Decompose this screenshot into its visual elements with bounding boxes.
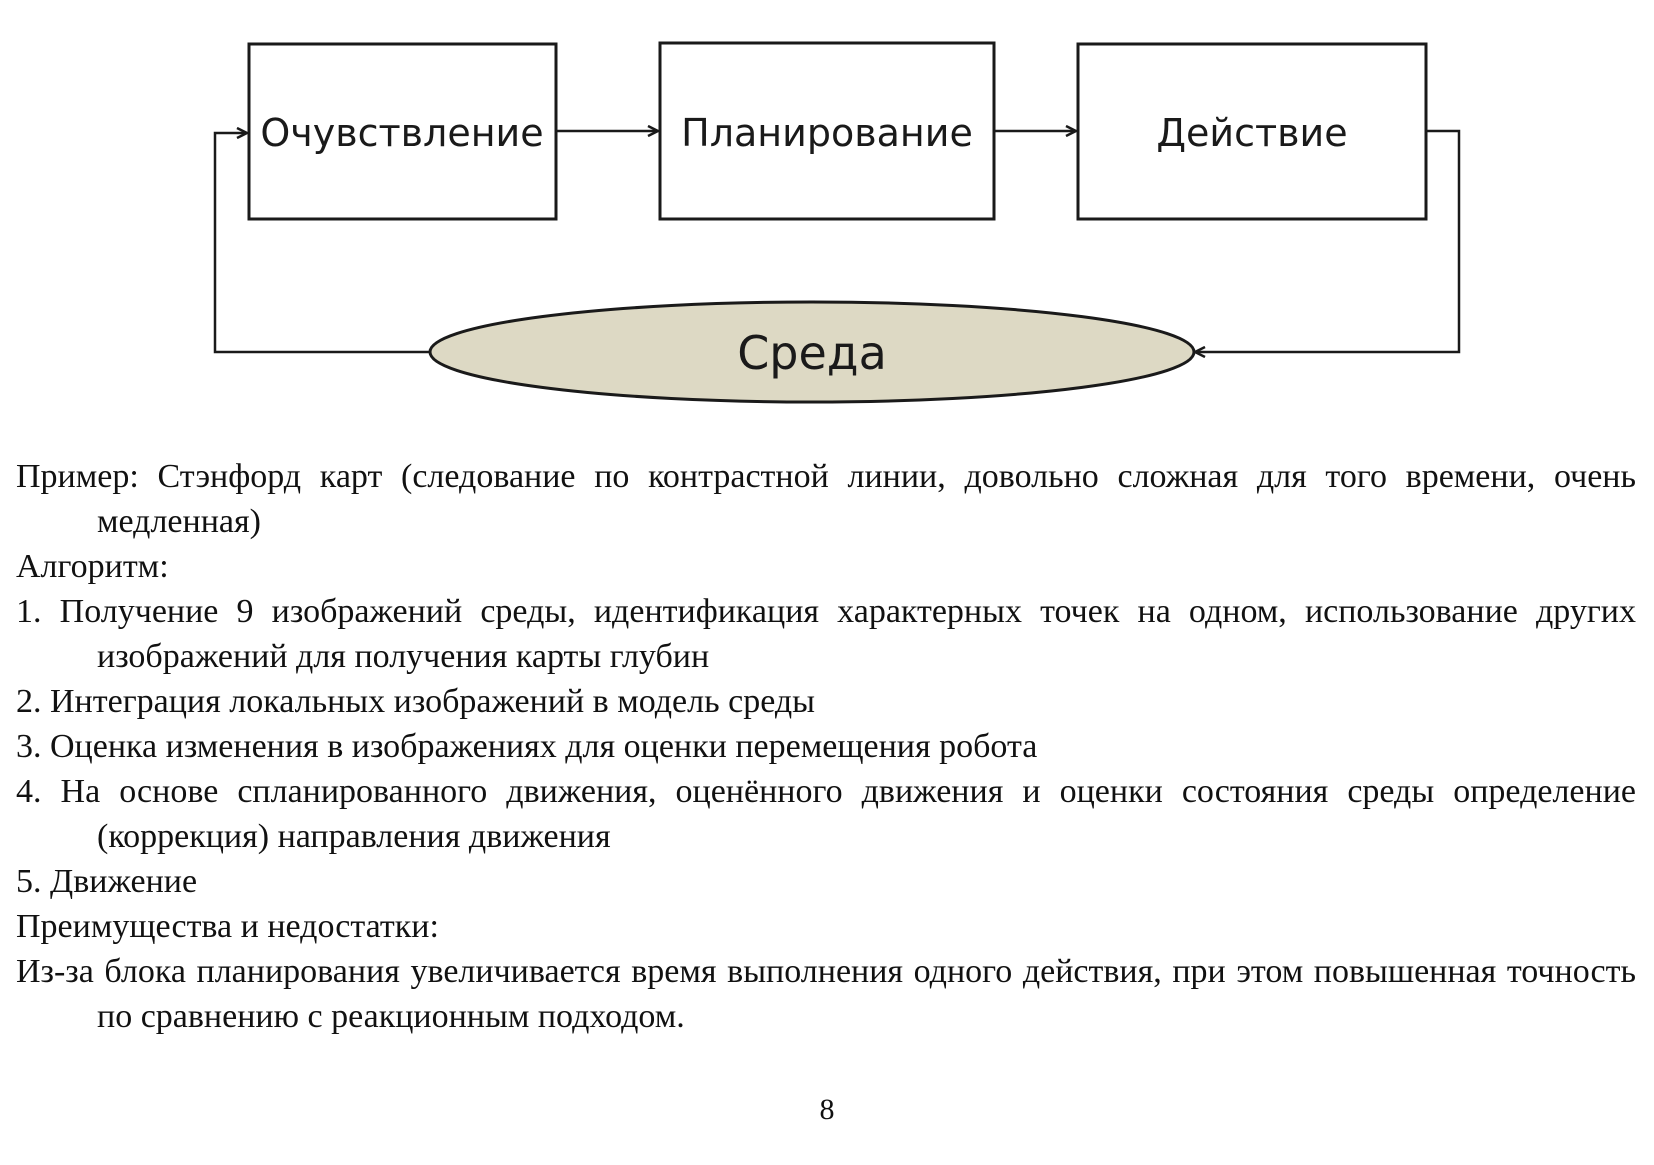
arrow-action-to-environment (1195, 129, 1461, 352)
example-paragraph: Пример: Стэнфорд карт (следование по кон… (16, 458, 1636, 540)
conclusion-paragraph: Из-за блока планирования увеличивается в… (16, 953, 1636, 1035)
algorithm-step-4: 4. На основе спланированного движения, о… (16, 773, 1636, 855)
action-block: Действие (1076, 42, 1428, 221)
planning-block: Планирование (658, 41, 996, 221)
algorithm-step-2: 2. Интеграция локальных изображений в мо… (16, 683, 815, 720)
sensing-label: Очувствление (260, 111, 543, 155)
algorithm-step-1: 1. Получение 9 изображений среды, иденти… (16, 593, 1636, 675)
architecture-diagram: Очувствление Планирование Действие Среда (213, 41, 1461, 404)
algorithm-step-3: 3. Оценка изменения в изображениях для о… (16, 728, 1038, 765)
arrow-environment-to-sensing (213, 133, 430, 354)
page-number: 8 (819, 1093, 835, 1126)
pros-cons-heading: Преимущества и недостатки: (16, 908, 439, 945)
body-text: Пример: Стэнфорд карт (следование по кон… (16, 454, 1636, 1039)
algorithm-step-5: 5. Движение (16, 863, 198, 900)
sensing-block: Очувствление (247, 42, 558, 221)
environment-node: Среда (428, 300, 1196, 404)
planning-label: Планирование (681, 111, 973, 155)
environment-label: Среда (737, 326, 887, 380)
algorithm-heading: Алгоритм: (16, 548, 169, 585)
action-label: Действие (1156, 111, 1347, 155)
